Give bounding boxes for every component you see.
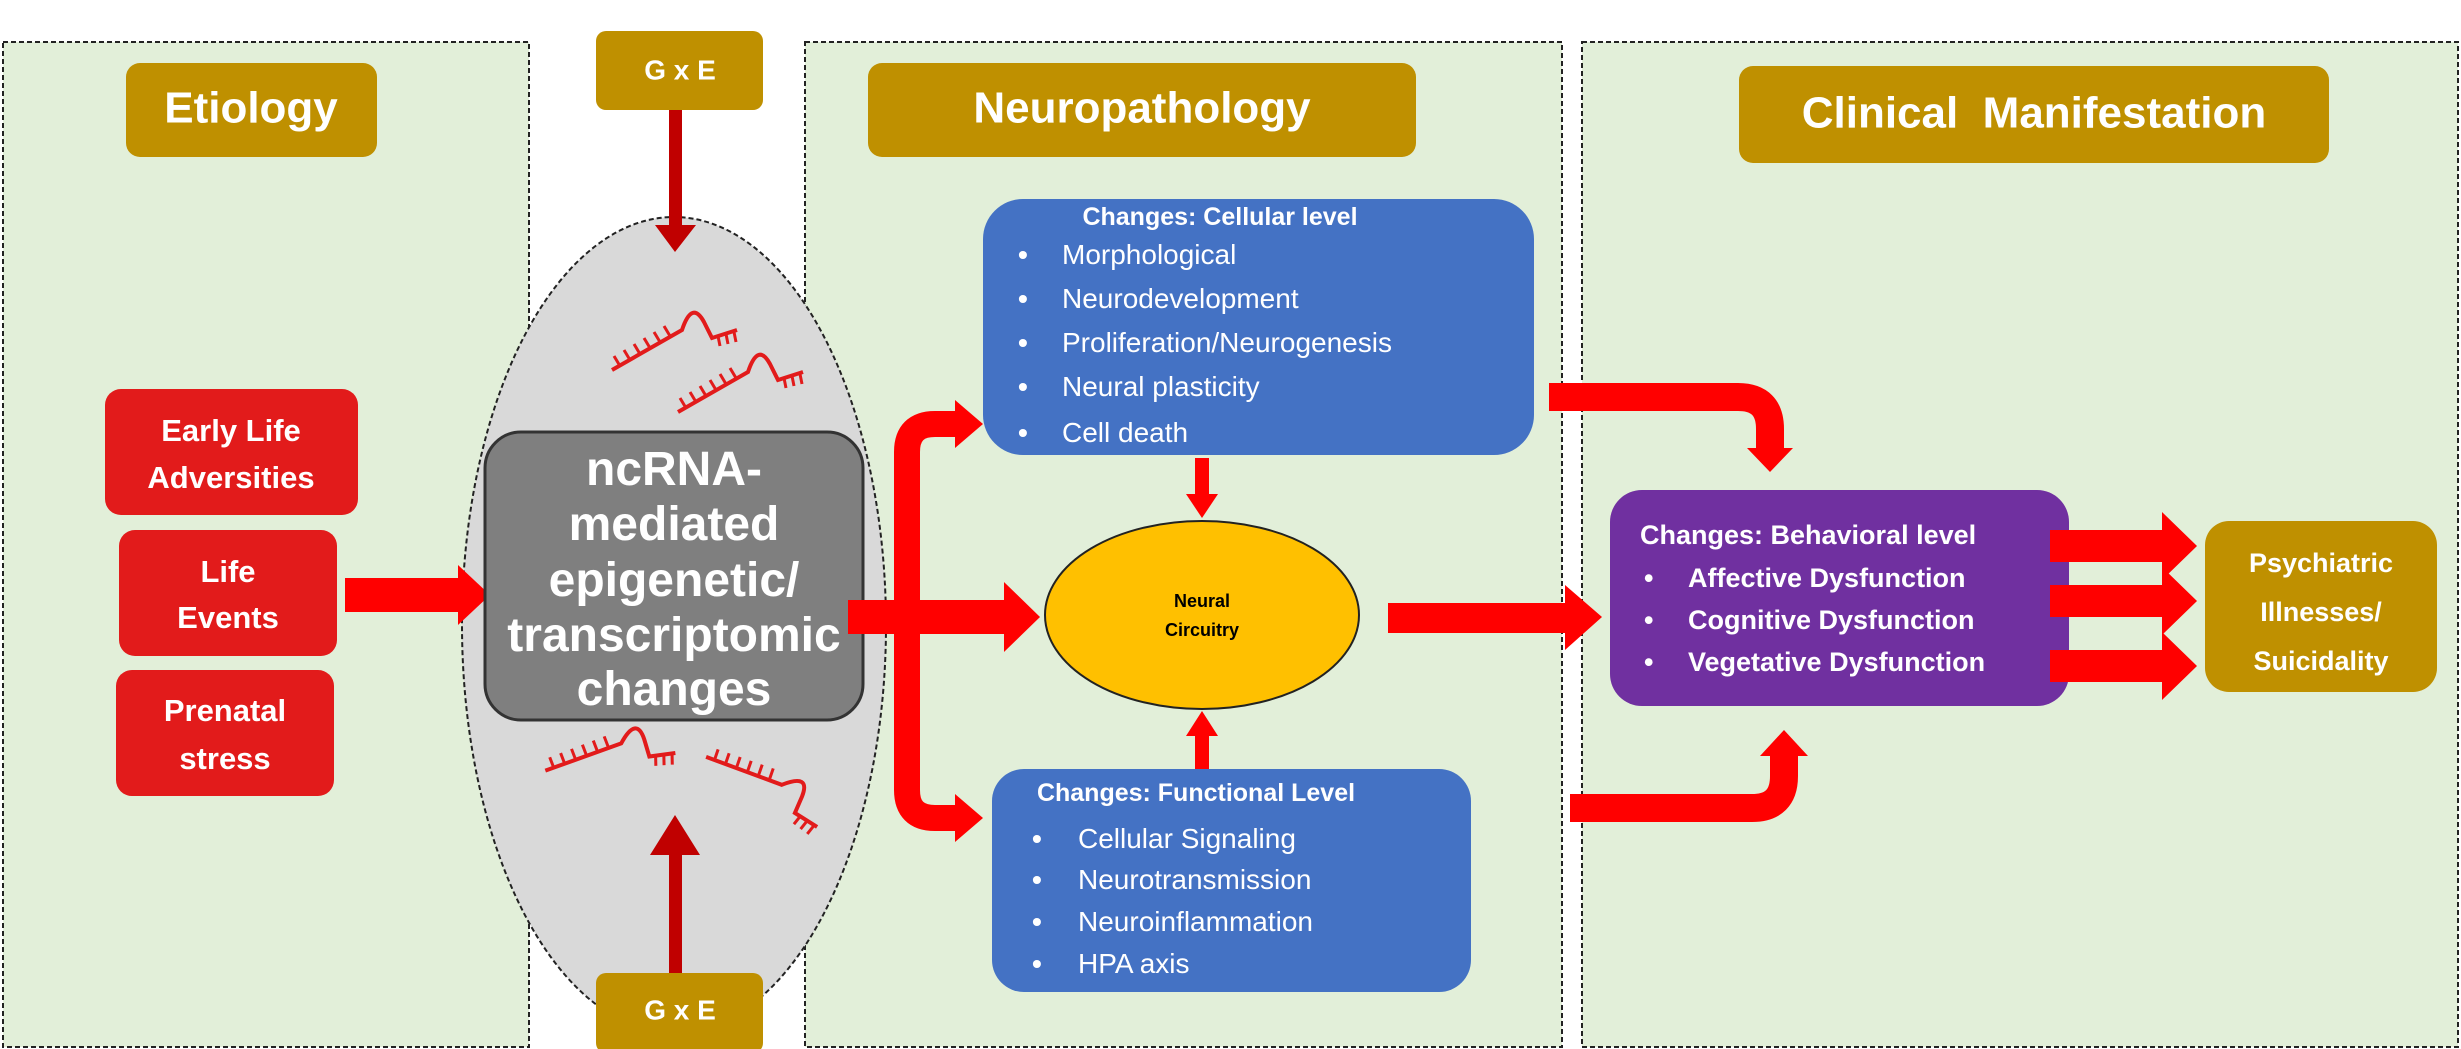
clinical-title: Clinical Manifestation	[1739, 66, 2329, 163]
branch-arrows	[848, 400, 1040, 842]
factor-line: Life	[200, 554, 255, 589]
factor-line: Events	[177, 600, 279, 635]
neural-circuitry-node: Neural Circuitry	[1044, 520, 1360, 710]
cellular-item: Neurodevelopment	[1062, 283, 1299, 314]
neural-circuitry-line: Circuitry	[1165, 620, 1239, 640]
neural-circuitry-line: Neural	[1174, 591, 1230, 611]
bullet: •	[1644, 605, 1653, 635]
functional-item: Neuroinflammation	[1078, 906, 1313, 937]
factor-line: stress	[179, 741, 270, 776]
cellular-to-behavior-arrow	[1549, 383, 1793, 472]
factor-line: Early Life	[161, 413, 301, 448]
cellular-changes-box: Changes: Cellular level • Morphological …	[983, 199, 1534, 455]
functional-to-behavior-arrow	[1570, 730, 1808, 822]
etiology-arrow	[345, 565, 490, 625]
outcome-line: Psychiatric	[2249, 548, 2393, 578]
ncrna-line: ncRNA-	[586, 443, 762, 496]
functional-items: • Cellular Signaling • Neurotransmission…	[1032, 823, 1313, 979]
bullet: •	[1032, 948, 1042, 979]
factor-line: Adversities	[147, 460, 314, 495]
functional-heading: Changes: Functional Level	[1037, 779, 1355, 807]
cellular-item: Cell death	[1062, 417, 1188, 448]
functional-item: Neurotransmission	[1078, 864, 1311, 895]
gxe-bottom-text: G x E	[644, 994, 716, 1025]
gxe-bottom-arrow	[650, 815, 700, 973]
factor-line: Prenatal	[164, 693, 286, 728]
bullet: •	[1018, 327, 1028, 358]
functional-changes-box: Changes: Functional Level • Cellular Sig…	[992, 769, 1471, 992]
outcome-line: Suicidality	[2253, 646, 2388, 676]
outcome-line: Illnesses/	[2260, 597, 2382, 627]
ncrna-line: changes	[577, 663, 772, 716]
bullet: •	[1032, 906, 1042, 937]
behavior-to-outcome-arrows	[2050, 512, 2197, 700]
cellular-item: Morphological	[1062, 239, 1236, 270]
factor-life-events: Life Events	[119, 530, 337, 656]
bullet: •	[1032, 823, 1042, 854]
ncrna-line: transcriptomic	[507, 609, 840, 662]
behavioral-item: Vegetative Dysfunction	[1688, 647, 1985, 677]
ncrna-line: mediated	[569, 498, 780, 551]
cellular-item: Proliferation/Neurogenesis	[1062, 327, 1392, 358]
bullet: •	[1018, 239, 1028, 270]
cellular-heading: Changes: Cellular level	[1082, 203, 1357, 231]
bullet: •	[1644, 563, 1653, 593]
ncrna-line: epigenetic/	[549, 554, 800, 607]
behavioral-item: Affective Dysfunction	[1688, 563, 1966, 593]
functional-item: Cellular Signaling	[1078, 823, 1296, 854]
cellular-to-circuitry-arrow	[1186, 458, 1218, 518]
bullet: •	[1644, 647, 1653, 677]
clinical-title-text: Clinical Manifestation	[1802, 89, 2267, 138]
cellular-item: Neural plasticity	[1062, 371, 1260, 402]
gxe-top-text: G x E	[644, 54, 716, 85]
factor-early-life-adversities: Early Life Adversities	[105, 389, 358, 515]
bullet: •	[1018, 371, 1028, 402]
bullet: •	[1018, 417, 1028, 448]
bullet: •	[1032, 864, 1042, 895]
neuropathology-title: Neuropathology	[868, 63, 1416, 157]
behavioral-heading: Changes: Behavioral level	[1640, 520, 1976, 550]
neuropathology-title-text: Neuropathology	[973, 84, 1311, 133]
gxe-top-box: G x E	[596, 31, 763, 110]
gxe-top-arrow	[655, 110, 696, 252]
behavioral-item: Cognitive Dysfunction	[1688, 605, 1975, 635]
functional-item: HPA axis	[1078, 948, 1190, 979]
behavioral-changes-box: Changes: Behavioral level • Affective Dy…	[1610, 490, 2069, 706]
factor-prenatal-stress: Prenatal stress	[116, 670, 334, 796]
ncrna-box: ncRNA- mediated epigenetic/ transcriptom…	[483, 430, 865, 722]
etiology-title: Etiology	[126, 63, 377, 157]
circuitry-to-behavior-arrow	[1388, 585, 1602, 650]
functional-to-circuitry-arrow	[1186, 711, 1218, 770]
outcome-box: Psychiatric Illnesses/ Suicidality	[2205, 521, 2437, 692]
gxe-bottom-box: G x E	[596, 973, 763, 1049]
cellular-items: • Morphological • Neurodevelopment • Pro…	[1018, 239, 1392, 448]
bullet: •	[1018, 283, 1028, 314]
etiology-title-text: Etiology	[164, 84, 338, 133]
